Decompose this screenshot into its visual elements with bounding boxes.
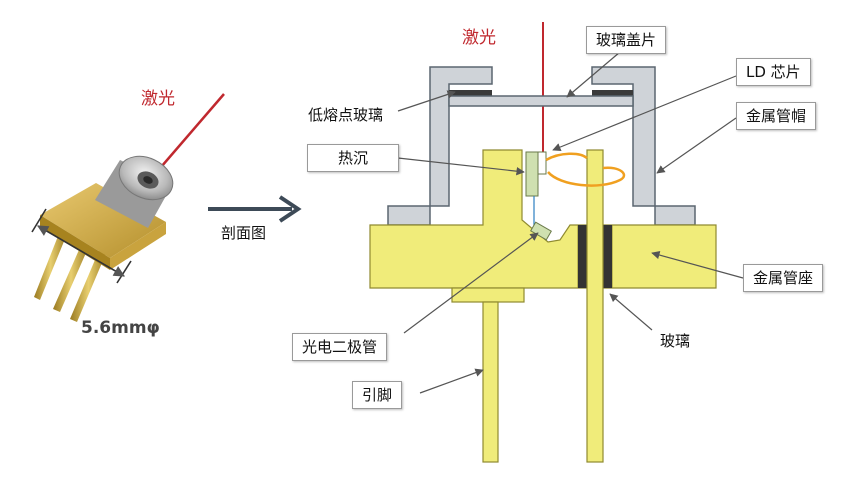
low-melt-glass-label: 低熔点玻璃 <box>308 106 384 124</box>
section-laser-label: 激光 <box>462 28 496 48</box>
cross-section <box>369 22 717 463</box>
pin-label: 引脚 <box>352 381 403 409</box>
metal-base-label: 金属管座 <box>743 264 824 292</box>
metal-base <box>369 149 717 289</box>
glass-label: 玻璃 <box>660 332 691 350</box>
photo-dimension-marks <box>31 208 132 284</box>
glass-seal-left <box>578 225 587 288</box>
section-arrow <box>208 195 302 223</box>
photodiode-label: 光电二极管 <box>292 333 388 361</box>
metal-cap-label: 金属管帽 <box>736 102 817 130</box>
glass-cover-label: 玻璃盖片 <box>586 26 667 54</box>
glass-seal-right <box>603 225 612 288</box>
ld-chip-label: LD 芯片 <box>736 58 811 86</box>
metal-base-bottom <box>451 287 525 303</box>
ld-chip <box>537 151 547 175</box>
metal-cap-right <box>591 66 696 226</box>
glass-cover <box>448 95 634 107</box>
section-arrow-label: 剖面图 <box>221 224 267 242</box>
photo-metal-cap <box>95 155 174 228</box>
heat-sink-block <box>525 151 539 197</box>
bond-wire-top <box>545 152 588 162</box>
leader-lines <box>397 51 744 394</box>
low-melt-glass-left <box>449 90 492 100</box>
low-melt-glass-right <box>592 90 633 100</box>
pin-right <box>586 149 604 463</box>
bond-wire-loop <box>547 166 626 187</box>
pin-left <box>482 301 499 463</box>
photo-laser-label: 激光 <box>141 89 175 109</box>
photo-diameter-label: 5.6mmφ <box>81 318 160 338</box>
heat-sink-label: 热沉 <box>307 144 399 172</box>
laser-diode-photo <box>31 93 225 322</box>
